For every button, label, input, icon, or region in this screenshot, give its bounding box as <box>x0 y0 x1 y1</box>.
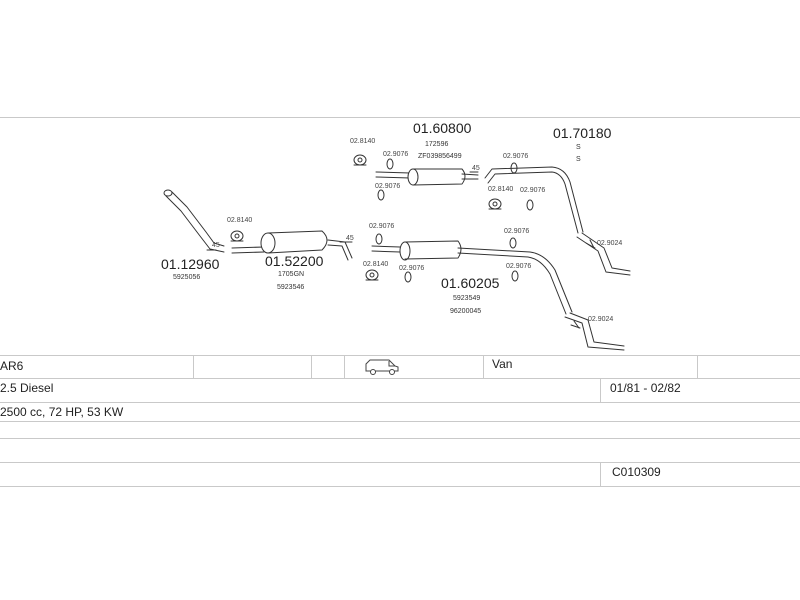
part-number: 01.60205 <box>441 275 500 291</box>
divider <box>0 486 800 487</box>
part-subnumber: 5923549 <box>453 295 480 302</box>
part-subnumber: 1705GN <box>278 271 304 278</box>
part-subnumber: 96200045 <box>450 308 481 315</box>
clamp-icon <box>365 269 379 281</box>
angle-label: 45 <box>472 165 480 172</box>
ring-icon <box>377 189 385 201</box>
divider <box>600 378 601 402</box>
engine-cell: 2.5 Diesel <box>0 381 54 395</box>
divider <box>0 421 800 422</box>
body-type-cell: Van <box>492 357 513 371</box>
part-number: 01.70180 <box>553 125 612 141</box>
accessory-label: 02.9076 <box>506 263 531 270</box>
divider <box>344 355 345 378</box>
accessory-label: 02.8140 <box>350 138 375 145</box>
angle-label: 45 <box>346 235 354 242</box>
ring-icon <box>509 237 517 249</box>
accessory-label: 02.9076 <box>520 187 545 194</box>
accessory-label: 02.9024 <box>597 240 622 247</box>
ring-icon <box>404 271 412 283</box>
divider <box>193 355 194 378</box>
ring-icon <box>386 158 394 170</box>
part-number: 01.12960 <box>161 256 220 272</box>
clamp-icon <box>353 154 367 166</box>
divider <box>0 438 800 439</box>
part-number: 01.52200 <box>265 253 324 269</box>
part-subnumber: S <box>576 156 581 163</box>
divider <box>600 462 601 486</box>
hanger-icon <box>570 320 581 329</box>
accessory-label: 02.9076 <box>375 183 400 190</box>
divider <box>0 402 800 403</box>
divider <box>483 355 484 378</box>
angle-label: 45 <box>212 242 220 249</box>
part-subnumber: 5923546 <box>277 284 304 291</box>
hanger-icon <box>585 239 596 249</box>
part-subnumber: ZF039856499 <box>418 153 462 160</box>
part-number: 01.60800 <box>413 120 472 136</box>
part-subnumber: 172596 <box>425 141 448 148</box>
clamp-icon <box>488 198 502 210</box>
centre-silencer-part <box>231 230 353 261</box>
van-icon <box>364 358 400 381</box>
specs-cell: 2500 cc, 72 HP, 53 KW <box>0 405 124 419</box>
accessory-label: 02.9076 <box>369 223 394 230</box>
divider <box>0 462 800 463</box>
upper-silencer-part <box>375 168 479 186</box>
accessory-label: 02.9076 <box>399 265 424 272</box>
divider <box>697 355 698 378</box>
upper-tail-pipe-part <box>484 166 631 276</box>
divider <box>311 355 312 378</box>
part-subnumber: S <box>576 144 581 151</box>
divider <box>0 117 800 118</box>
ring-icon <box>375 233 383 245</box>
ring-icon <box>510 162 518 174</box>
accessory-label: 02.8140 <box>488 186 513 193</box>
ring-icon <box>511 270 519 282</box>
exhaust-diagram: 01.12960 5925056 01.52200 1705GN 5923546… <box>161 120 631 351</box>
part-subnumber: 5925056 <box>173 274 200 281</box>
code-cell: C010309 <box>612 465 661 479</box>
model-cell: AR6 <box>0 359 24 373</box>
accessory-label: 02.8140 <box>227 217 252 224</box>
divider <box>0 355 800 356</box>
accessory-label: 02.9076 <box>503 153 528 160</box>
clamp-icon <box>230 230 244 242</box>
accessory-label: 02.9024 <box>588 316 613 323</box>
ring-icon <box>526 199 534 211</box>
years-cell: 01/81 - 02/82 <box>610 381 681 395</box>
divider <box>0 378 800 379</box>
lower-silencer-part <box>371 240 625 351</box>
accessory-label: 02.9076 <box>383 151 408 158</box>
accessory-label: 02.8140 <box>363 261 388 268</box>
accessory-label: 02.9076 <box>504 228 529 235</box>
